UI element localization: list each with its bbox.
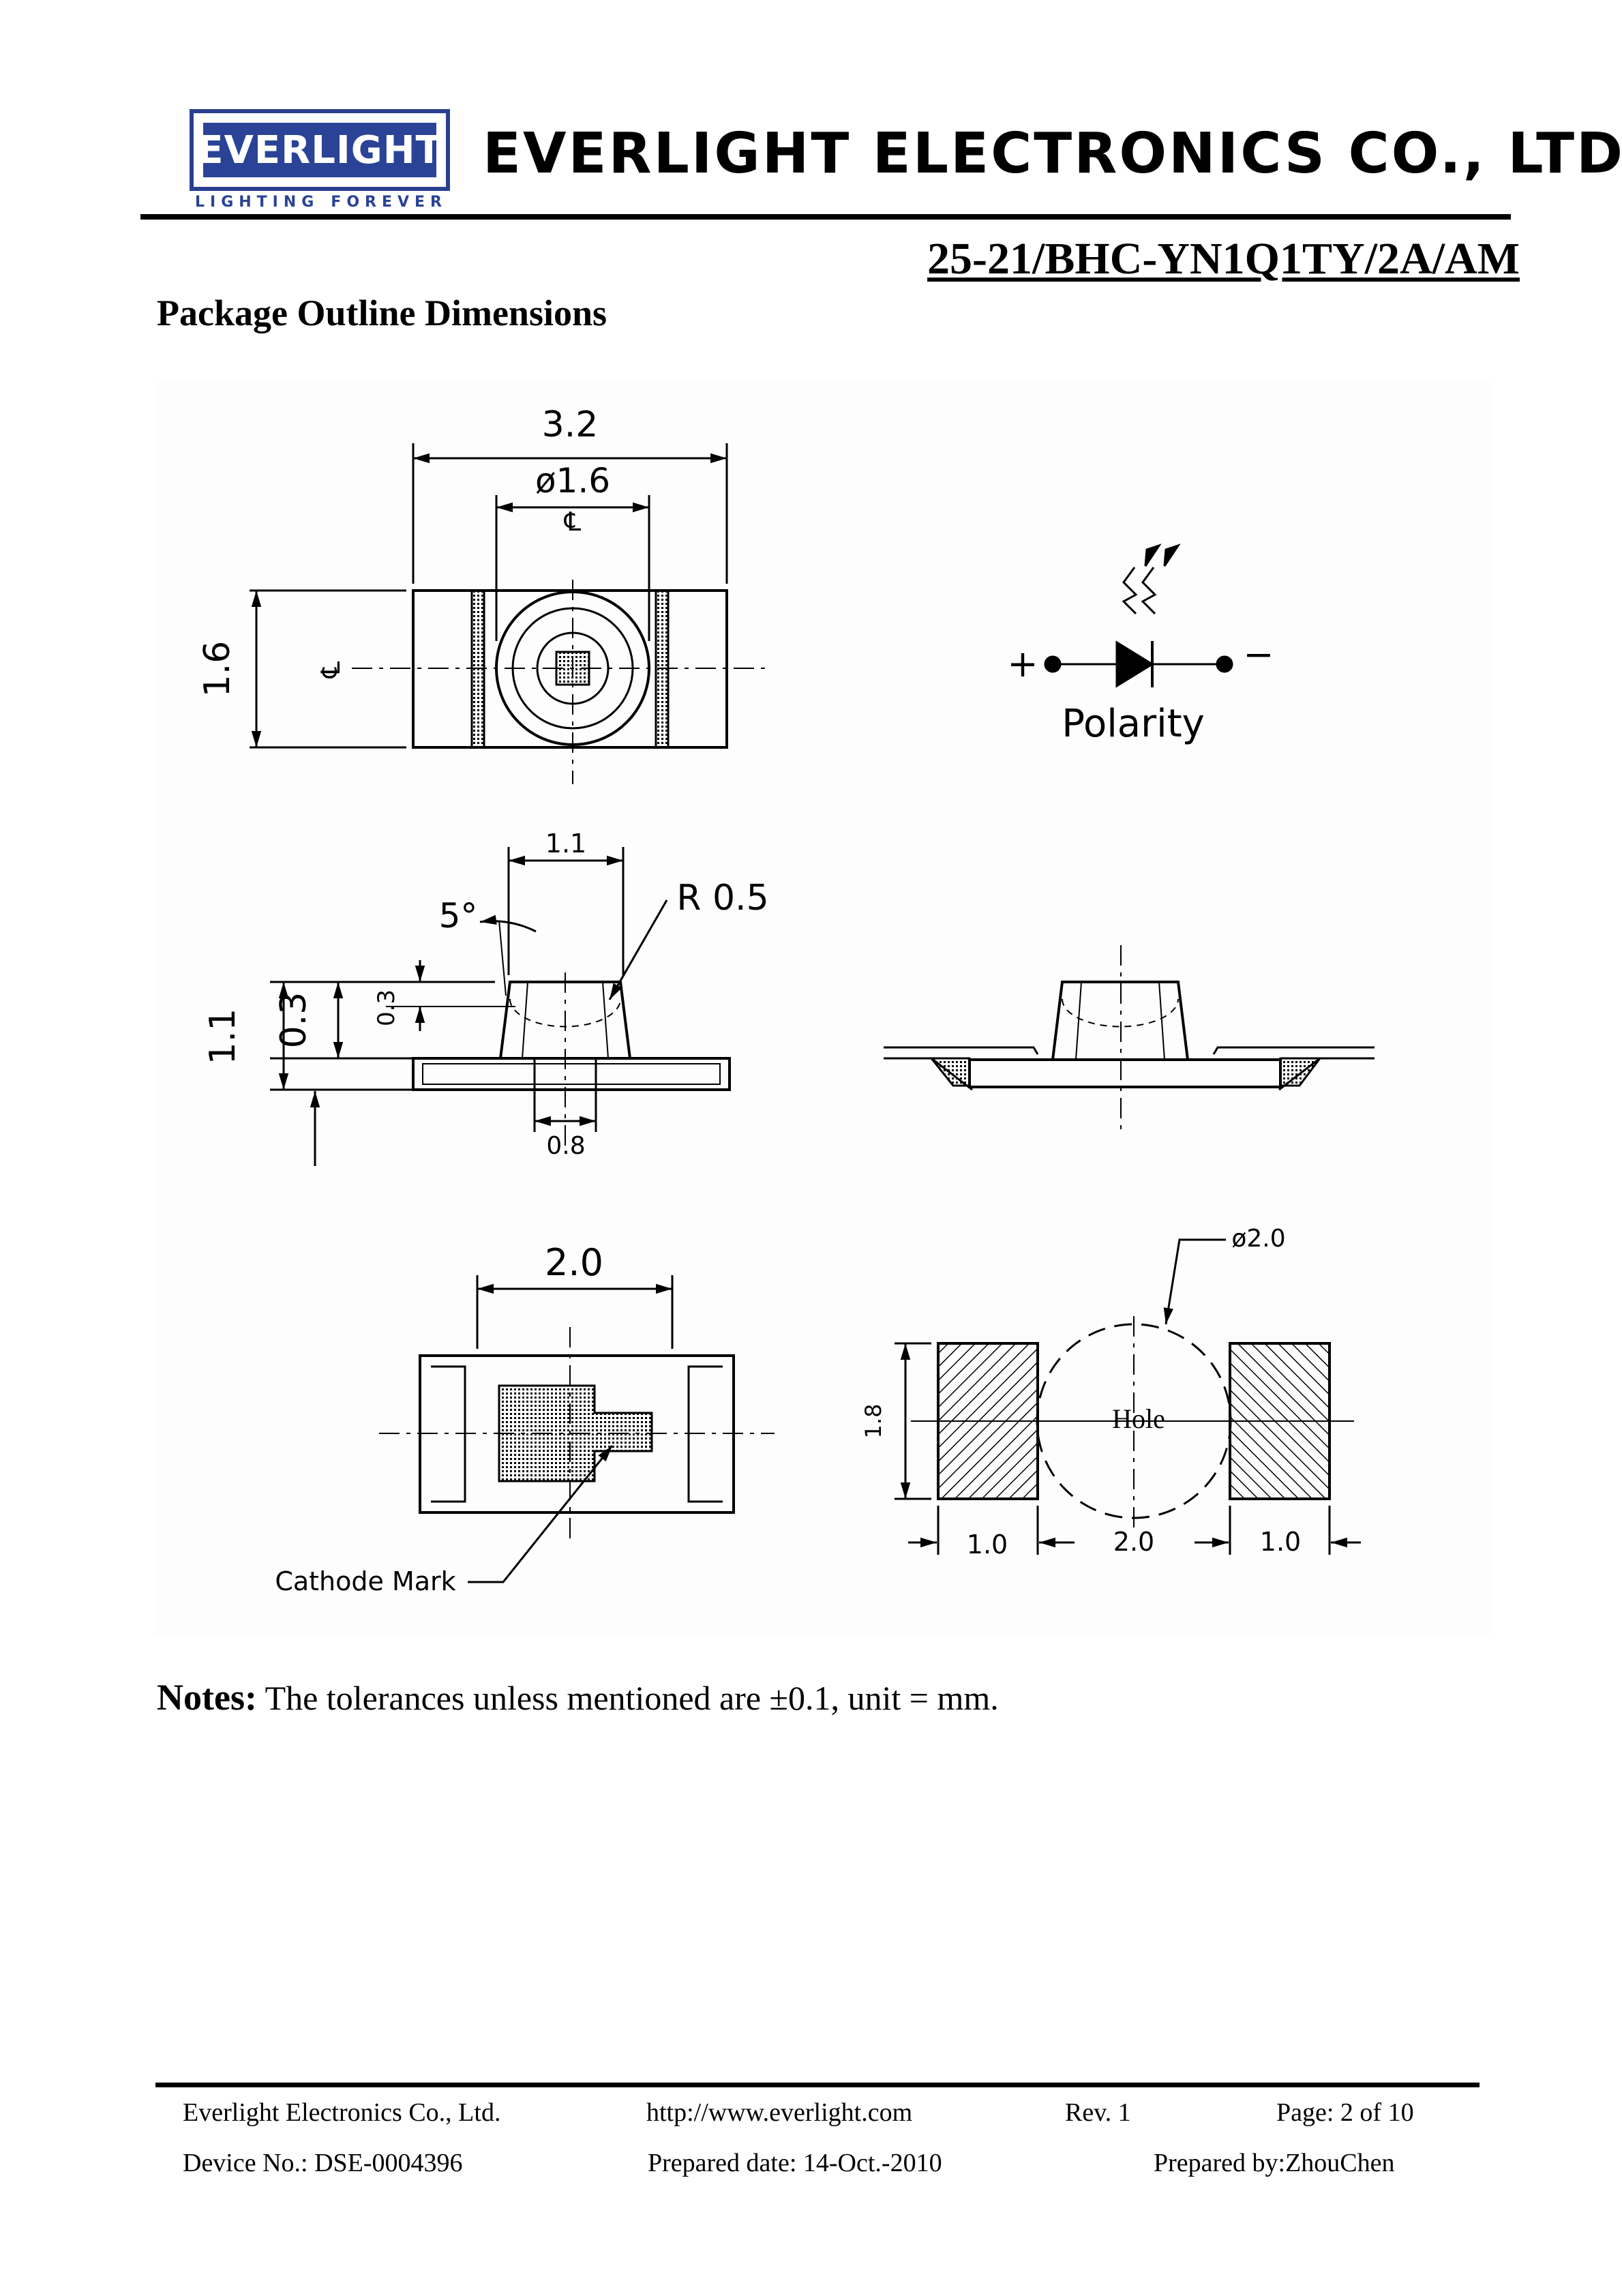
footer-revision: Rev. 1 xyxy=(1065,2098,1131,2127)
header-divider xyxy=(140,214,1511,220)
company-name: EVERLIGHT ELECTRONICS CO., LTD. xyxy=(483,121,1622,186)
notes: Notes: The tolerances unless mentioned a… xyxy=(157,1676,999,1718)
part-number: 25-21/BHC-YN1Q1TY/2A/AM xyxy=(927,234,1520,284)
cathode-mark-label: Cathode Mark xyxy=(275,1566,455,1596)
dim-pad-height: 1.8 xyxy=(860,1404,886,1439)
dim-lens-diameter: ø1.6 xyxy=(535,461,610,501)
notes-label: Notes: xyxy=(157,1677,257,1718)
footer-url[interactable]: http://www.everlight.com xyxy=(646,2098,913,2127)
dim-pad-left: 1.0 xyxy=(967,1530,1008,1560)
centerline-mark-top: ℄ xyxy=(564,507,582,537)
dim-angle: 5° xyxy=(439,896,478,936)
side-view xyxy=(270,847,731,1166)
section-title: Package Outline Dimensions xyxy=(157,293,607,333)
dim-width: 3.2 xyxy=(542,404,599,445)
company-logo: EVERLIGHT xyxy=(190,109,450,191)
dim-height: 1.6 xyxy=(197,641,238,698)
footer-page: Page: 2 of 10 xyxy=(1276,2098,1414,2127)
notes-text: The tolerances unless mentioned are ±0.1… xyxy=(265,1679,999,1717)
polarity-diode-icon xyxy=(1044,543,1233,688)
dim-gap: 2.0 xyxy=(1113,1527,1154,1557)
footer-device-no: Device No.: DSE-0004396 xyxy=(183,2149,463,2177)
dim-top-width: 1.1 xyxy=(545,829,586,859)
dim-radius: R 0.5 xyxy=(676,878,768,919)
dim-base-width: 0.8 xyxy=(546,1132,585,1160)
footer-divider xyxy=(155,2083,1480,2087)
polarity-plus: + xyxy=(1007,642,1038,685)
tagline-right: FOREVER xyxy=(331,194,447,211)
footer-company: Everlight Electronics Co., Ltd. xyxy=(183,2098,501,2127)
side-view-mounted xyxy=(884,945,1375,1132)
dim-lens-height: 0.3 xyxy=(273,992,314,1049)
polarity-label: Polarity xyxy=(1062,702,1205,746)
top-view xyxy=(250,443,768,784)
footer-prepared-date: Prepared date: 14-Oct.-2010 xyxy=(648,2149,942,2177)
dim-bottom-width: 2.0 xyxy=(545,1241,603,1284)
dim-dome-height: 0.3 xyxy=(373,989,400,1026)
centerline-mark-left: ℄ xyxy=(316,661,346,679)
logo-tagline: LIGHTING FOREVER xyxy=(195,194,447,211)
logo-text: EVERLIGHT xyxy=(197,123,442,177)
package-outline-drawing: 3.2 ø1.6 ℄ ℄ 1.6 + − Polarity xyxy=(154,382,1490,1637)
solder-footprint xyxy=(895,1238,1361,1555)
dim-hole-diameter: ø2.0 xyxy=(1231,1225,1285,1253)
dim-total-height: 1.1 xyxy=(202,1009,243,1065)
polarity-minus: − xyxy=(1243,633,1274,676)
dim-pad-right: 1.0 xyxy=(1260,1527,1301,1557)
tagline-left: LIGHTING xyxy=(195,194,320,211)
hole-label: Hole xyxy=(1112,1403,1165,1434)
bottom-view xyxy=(379,1275,775,1583)
footer-prepared-by: Prepared by:ZhouChen xyxy=(1154,2149,1395,2177)
